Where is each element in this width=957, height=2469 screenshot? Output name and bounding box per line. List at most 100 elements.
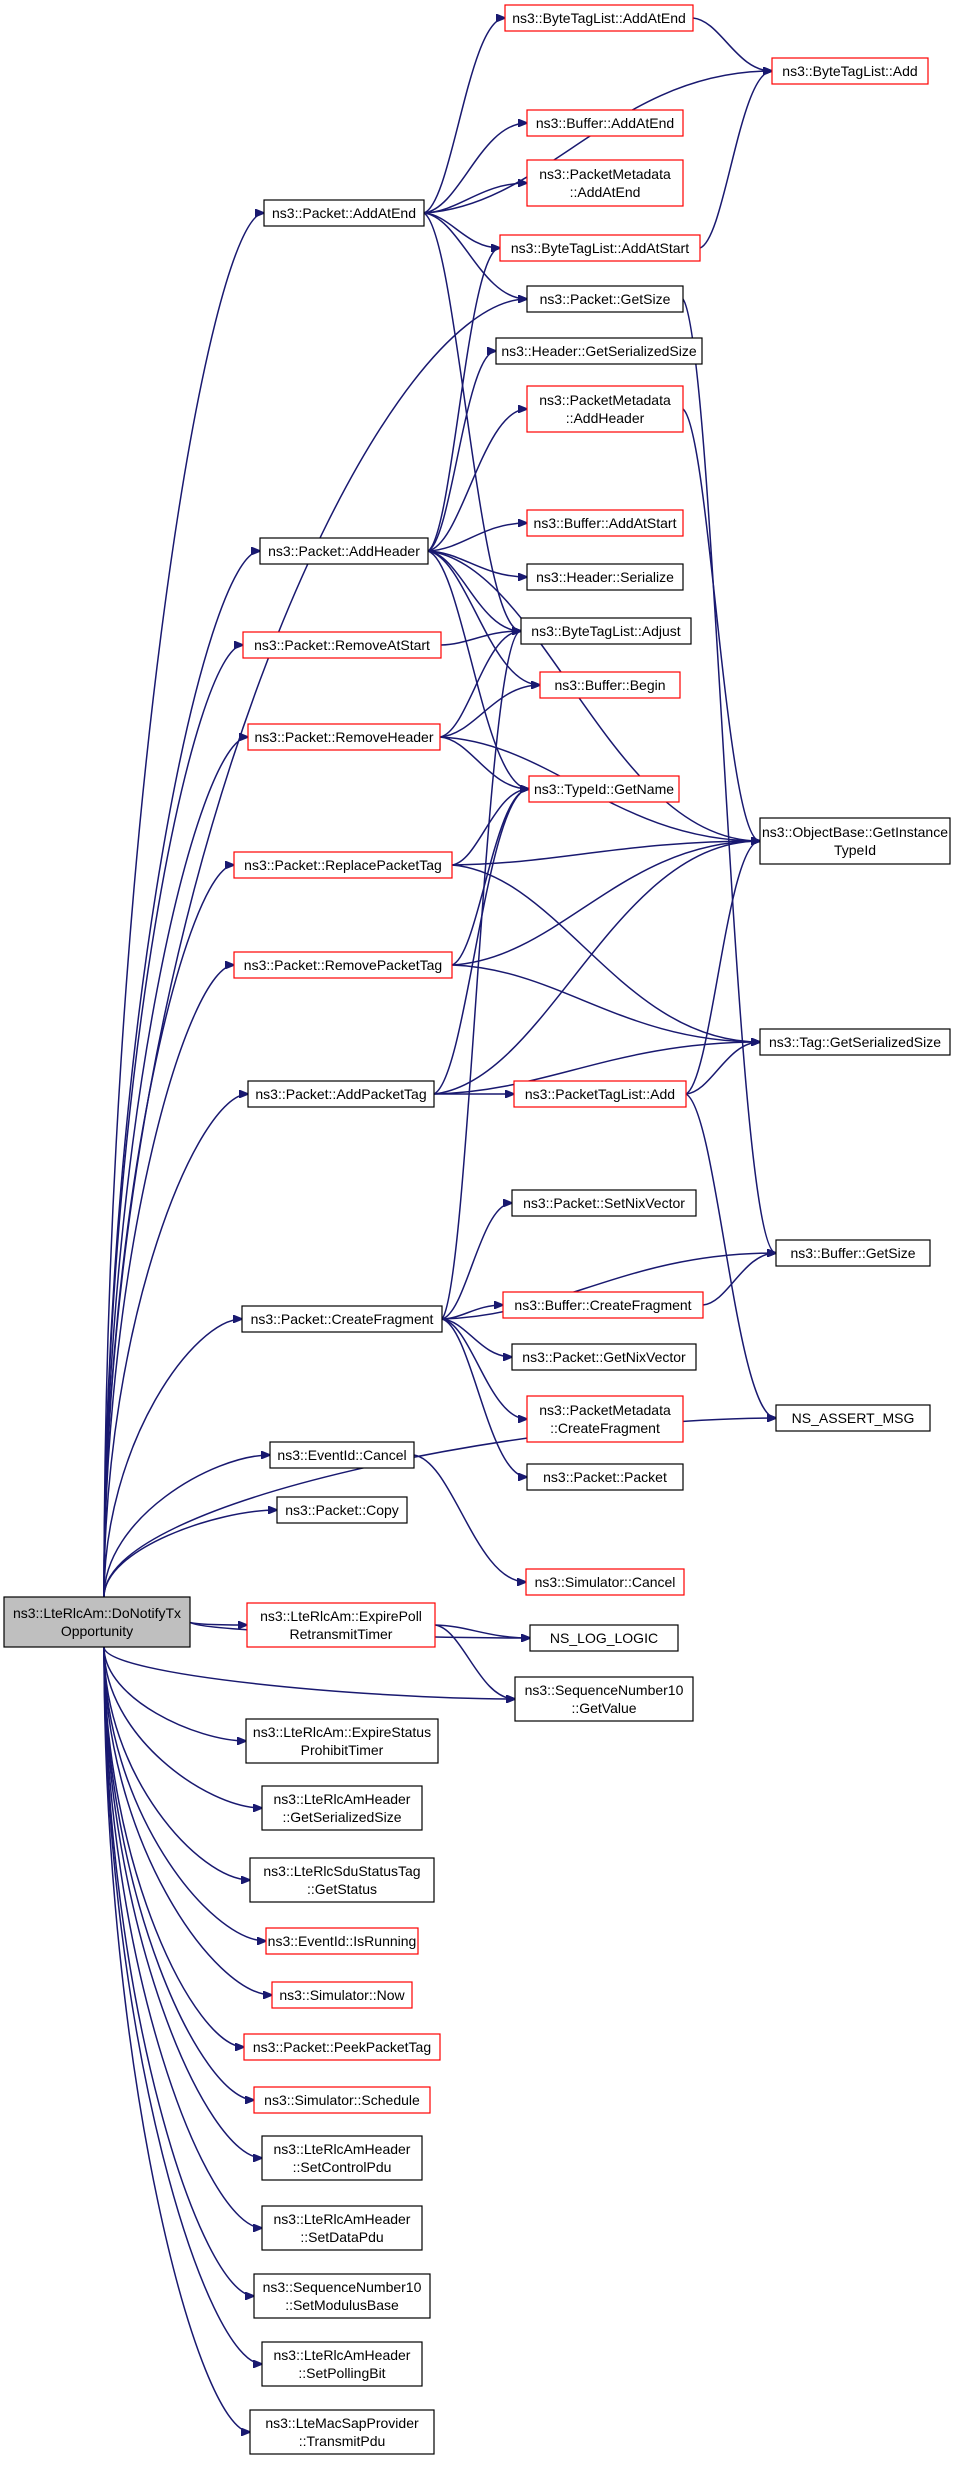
function-node-bt_adjust[interactable]: ns3::ByteTagList::Adjust [520,617,692,645]
call-edge-root-to-sim_now [103,1646,272,1995]
function-node-pkt_removepackettag[interactable]: ns3::Packet::RemovePacketTag [233,951,453,979]
function-node-macsap_transmitpdu[interactable]: ns3::LteMacSapProvider::TransmitPdu [249,2409,435,2455]
function-node-pkt_createfragment[interactable]: ns3::Packet::CreateFragment [241,1305,443,1333]
function-node-sim_schedule[interactable]: ns3::Simulator::Schedule [253,2086,431,2114]
function-node-ptl_add[interactable]: ns3::PacketTagList::Add [513,1080,687,1108]
node-box [233,851,453,879]
call-edge-pkt_createfragment-to-pkt_packet [441,1318,527,1477]
call-edge-pkt_addatend-to-pm_addatend [423,183,527,214]
node-box [3,1596,191,1648]
node-label-line: ns3::LteRlcAm::DoNotifyTx [13,1605,181,1621]
node-box [775,1404,931,1432]
function-node-pm_addatend[interactable]: ns3::PacketMetadata::AddAtEnd [526,159,684,207]
function-node-buf_addatend[interactable]: ns3::Buffer::AddAtEnd [526,109,684,137]
call-edge-pkt_addpackettag-to-typeid_getname [433,789,529,1095]
call-edge-pkt_createfragment-to-pm_createfragment [441,1318,527,1419]
function-node-eventid_isrunning[interactable]: ns3::EventId::IsRunning [265,1927,419,1955]
function-node-pkt_getsize[interactable]: ns3::Packet::GetSize [526,285,684,313]
function-node-pkt_addatend[interactable]: ns3::Packet::AddAtEnd [263,199,425,227]
call-edge-pkt_addheader-to-buf_addatstart [427,523,527,552]
node-box [511,1189,697,1217]
function-node-buf_begin[interactable]: ns3::Buffer::Begin [539,671,681,699]
node-label-line: ns3::LteRlcAmHeader [274,2141,411,2157]
node-label-line: ::SetControlPdu [293,2159,392,2175]
node-box [526,385,684,433]
function-node-pkt_copy[interactable]: ns3::Packet::Copy [276,1496,408,1524]
function-node-sn10_setmodulusbase[interactable]: ns3::SequenceNumber10::SetModulusBase [253,2273,431,2319]
node-label-line: ns3::PacketMetadata [539,392,671,408]
call-edge-pkt_removeheader-to-typeid_getname [439,736,529,789]
call-edge-pkt_addpackettag-to-tag_getser [433,1042,760,1095]
call-edge-root-to-pkt_addpackettag [103,1094,248,1598]
node-box [759,1028,951,1056]
function-node-eventid_cancel[interactable]: ns3::EventId::Cancel [269,1441,415,1469]
function-node-buf_createfragment[interactable]: ns3::Buffer::CreateFragment [502,1291,704,1319]
function-node-tag_getser[interactable]: ns3::Tag::GetSerializedSize [759,1028,951,1056]
function-node-hdr_serialize[interactable]: ns3::Header::Serialize [526,563,684,591]
call-edge-pkt_addatend-to-pkt_getsize [423,212,527,299]
function-node-amh_getser[interactable]: ns3::LteRlcAmHeader::GetSerializedSize [261,1785,423,1831]
call-edge-pm_addheader-to-ob_getinstance [682,408,760,841]
node-label-line: ns3::Packet::Copy [285,1502,399,1518]
function-node-pm_createfragment[interactable]: ns3::PacketMetadata::CreateFragment [526,1395,684,1443]
call-edge-root-to-amh_setpollingbit [103,1646,262,2364]
node-box [241,1305,443,1333]
call-edge-pkt_addheader-to-hdr_getser [427,351,496,552]
node-box [513,1080,687,1108]
call-edge-pkt_addatend-to-bt_adjust [423,212,521,631]
call-edge-root-to-pkt_removeatstart [103,645,243,1598]
node-label-line: ::GetStatus [307,1881,377,1897]
function-node-pkt_setnixvector[interactable]: ns3::Packet::SetNixVector [511,1189,697,1217]
function-node-typeid_getname[interactable]: ns3::TypeId::GetName [528,775,680,803]
function-node-buf_addatstart[interactable]: ns3::Buffer::AddAtStart [526,509,684,537]
function-node-sdutag_getstatus[interactable]: ns3::LteRlcSduStatusTag::GetStatus [249,1857,435,1903]
function-node-pkt_packet[interactable]: ns3::Packet::Packet [526,1463,684,1491]
node-box [529,1624,679,1652]
function-node-pkt_addpackettag[interactable]: ns3::Packet::AddPacketTag [247,1080,435,1108]
call-edge-expirepoll-to-ns_log_logic [434,1624,530,1638]
call-edge-root-to-eventid_isrunning [103,1646,266,1941]
function-node-ns_log_logic[interactable]: NS_LOG_LOGIC [529,1624,679,1652]
function-node-bt_add[interactable]: ns3::ByteTagList::Add [771,57,929,85]
call-edge-root-to-expirestatus [103,1646,246,1741]
call-edge-pkt_getsize-to-buf_getsize [682,298,776,1253]
call-edge-root-to-amh_setcontrolpdu [103,1646,262,2158]
function-node-bt_addatstart[interactable]: ns3::ByteTagList::AddAtStart [499,234,701,262]
call-edge-pkt_addheader-to-hdr_serialize [427,550,527,577]
call-edge-pkt_removeheader-to-buf_begin [439,685,540,738]
node-label-line: ProhibitTimer [301,1742,384,1758]
function-node-buf_getsize[interactable]: ns3::Buffer::GetSize [775,1239,931,1267]
function-node-amh_setcontrolpdu[interactable]: ns3::LteRlcAmHeader::SetControlPdu [261,2135,423,2181]
node-box [502,1291,704,1319]
call-edge-root-to-amh_getser [103,1646,262,1808]
node-label-line: ns3::Packet::PeekPacketTag [253,2039,431,2055]
function-node-pkt_removeatstart[interactable]: ns3::Packet::RemoveAtStart [242,631,442,659]
function-node-pkt_addheader[interactable]: ns3::Packet::AddHeader [259,537,429,565]
node-label-line: ns3::Buffer::AddAtEnd [536,115,674,131]
node-label-line: Opportunity [61,1623,133,1639]
function-node-sn10_getvalue[interactable]: ns3::SequenceNumber10::GetValue [514,1676,694,1722]
node-box [526,159,684,207]
function-node-amh_setpollingbit[interactable]: ns3::LteRlcAmHeader::SetPollingBit [261,2341,423,2387]
function-node-pkt_removeheader[interactable]: ns3::Packet::RemoveHeader [247,723,441,751]
function-node-bt_addatend[interactable]: ns3::ByteTagList::AddAtEnd [504,4,694,32]
node-label-line: ns3::EventId::Cancel [277,1447,406,1463]
function-node-sim_cancel[interactable]: ns3::Simulator::Cancel [525,1568,685,1596]
call-edge-root-to-pkt_getsize [103,299,527,1598]
function-node-amh_setdatapdu[interactable]: ns3::LteRlcAmHeader::SetDataPdu [261,2205,423,2251]
function-node-pkt_peekpackettag[interactable]: ns3::Packet::PeekPacketTag [243,2033,441,2061]
function-node-pm_addheader[interactable]: ns3::PacketMetadata::AddHeader [526,385,684,433]
node-box [526,1463,684,1491]
call-edge-expirepoll-to-sn10_getvalue [434,1624,515,1699]
function-node-hdr_getser[interactable]: ns3::Header::GetSerializedSize [495,337,703,365]
call-edge-pkt_addatend-to-bt_addatstart [423,212,500,248]
function-node-pkt_getnixvector[interactable]: ns3::Packet::GetNixVector [511,1343,697,1371]
function-node-ns_assert_msg[interactable]: NS_ASSERT_MSG [775,1404,931,1432]
function-node-pkt_replacepackettag[interactable]: ns3::Packet::ReplacePacketTag [233,851,453,879]
node-label-line: ns3::EventId::IsRunning [268,1933,417,1949]
node-box [269,1441,415,1469]
function-node-sim_now[interactable]: ns3::Simulator::Now [271,1981,413,2009]
